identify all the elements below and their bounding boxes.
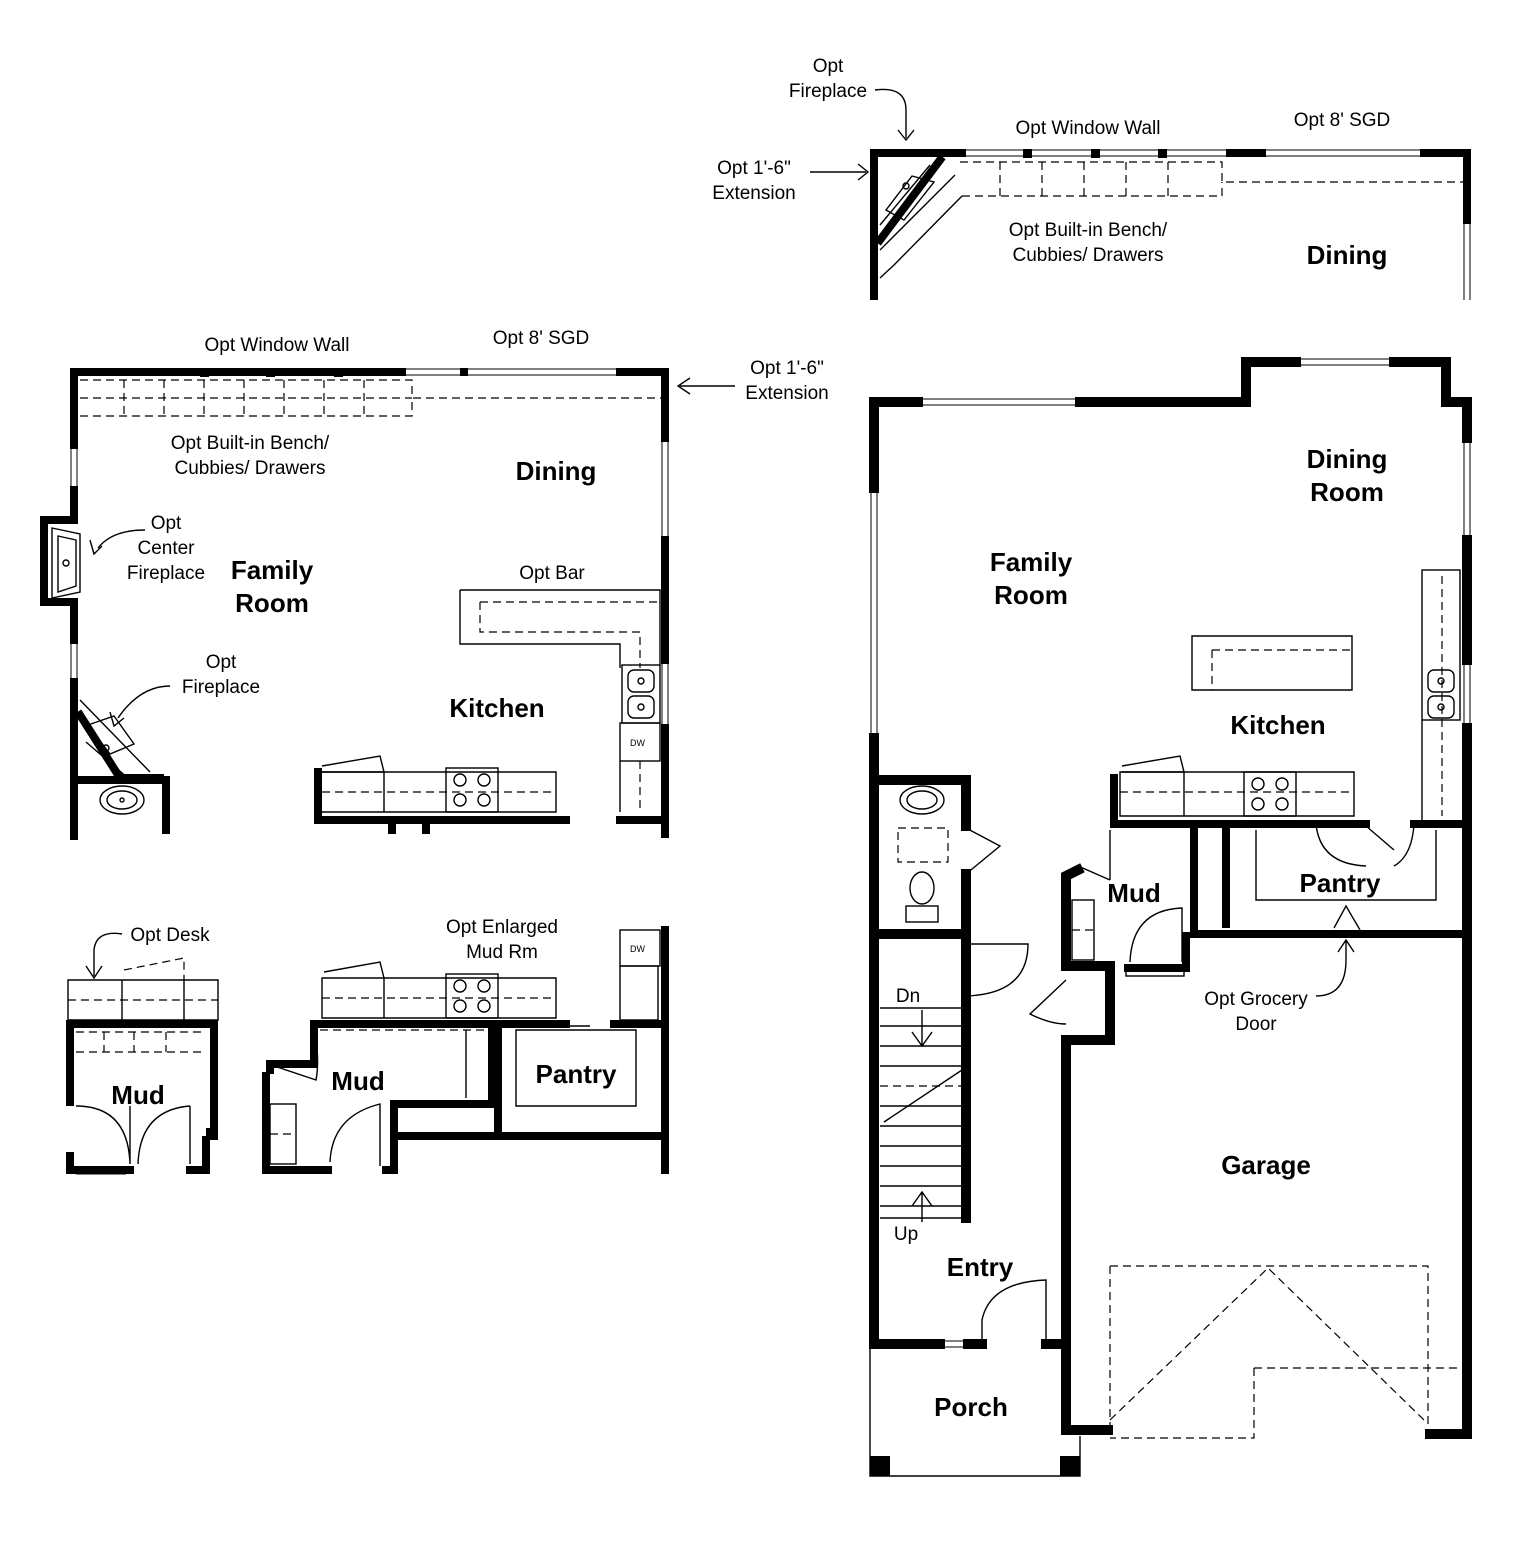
opt-sgd-label: Opt 8' SGD (493, 328, 590, 349)
opt-bench-label-2: Cubbies/ Drawers (1013, 245, 1164, 266)
opt-bar-label: Opt Bar (519, 563, 585, 584)
opt-extension-label-2: Extension (712, 183, 795, 204)
dining-room-label-2: Room (1310, 477, 1384, 507)
family-room-label-2: Room (994, 580, 1068, 610)
opt-center-fireplace-label: Opt (151, 513, 182, 534)
option-family-kitchen: DW Opt Window Wall Opt 8' SGD Opt 1'-6" … (40, 328, 829, 840)
opt-grocery-door-label: Opt Grocery (1204, 989, 1308, 1010)
stair-treads (880, 1025, 963, 1207)
mud-label: Mud (331, 1066, 384, 1096)
kitchen-label: Kitchen (449, 693, 544, 723)
opt-window-wall-label: Opt Window Wall (205, 335, 350, 356)
family-room-label: Family (990, 547, 1073, 577)
pantry-label: Pantry (1300, 868, 1381, 898)
opt-desk-label: Opt Desk (130, 925, 210, 946)
option-desk: Opt Desk Mud (66, 925, 219, 1175)
opt-grocery-door-label-2: Door (1235, 1014, 1277, 1035)
dining-label: Dining (516, 456, 597, 486)
opt-center-fireplace-label-2: Center (137, 538, 195, 559)
opt-extension-label: Opt 1'-6" (750, 358, 824, 379)
option-dining-extension: Opt Fireplace Opt Window Wall Opt 8' SGD… (712, 56, 1471, 300)
family-room-label-2: Room (235, 588, 309, 618)
opt-center-fireplace-label-3: Fireplace (127, 563, 205, 584)
entry-label: Entry (947, 1252, 1014, 1282)
opt-window-wall-label: Opt Window Wall (1016, 118, 1161, 139)
garage-label: Garage (1221, 1150, 1311, 1180)
mud-label: Mud (111, 1080, 164, 1110)
family-room-label: Family (231, 555, 314, 585)
option-enlarged-mud: DW Opt Enlarged Mud Rm Mud Pantry (262, 917, 669, 1174)
mud-label: Mud (1107, 878, 1160, 908)
dw-label: DW (630, 738, 645, 748)
kitchen-label: Kitchen (1230, 710, 1325, 740)
opt-bench-label: Opt Built-in Bench/ (1009, 220, 1168, 241)
stairs-up-label: Up (894, 1224, 918, 1245)
dw-label: DW (630, 944, 645, 954)
opt-fireplace-label: Opt (206, 652, 237, 673)
opt-enlarged-mud-label-2: Mud Rm (466, 942, 538, 963)
opt-extension-label: Opt 1'-6" (717, 158, 791, 179)
opt-bench-label-2: Cubbies/ Drawers (175, 458, 326, 479)
porch-label: Porch (934, 1392, 1008, 1422)
stairs-down-label: Dn (896, 986, 920, 1007)
opt-bench-label: Opt Built-in Bench/ (171, 433, 330, 454)
opt-fireplace-label-2: Fireplace (789, 81, 867, 102)
dining-label: Dining (1307, 240, 1388, 270)
main-floor-plan: Dining Room Family Room Kitchen Mud Pant… (869, 357, 1472, 1477)
opt-fireplace-label-2: Fireplace (182, 677, 260, 698)
opt-enlarged-mud-label: Opt Enlarged (446, 917, 558, 938)
opt-fireplace-label: Opt (813, 56, 844, 77)
dining-room-label: Dining (1307, 444, 1388, 474)
opt-extension-label-2: Extension (745, 383, 828, 404)
opt-sgd-label: Opt 8' SGD (1294, 110, 1391, 131)
pantry-label: Pantry (536, 1059, 617, 1089)
